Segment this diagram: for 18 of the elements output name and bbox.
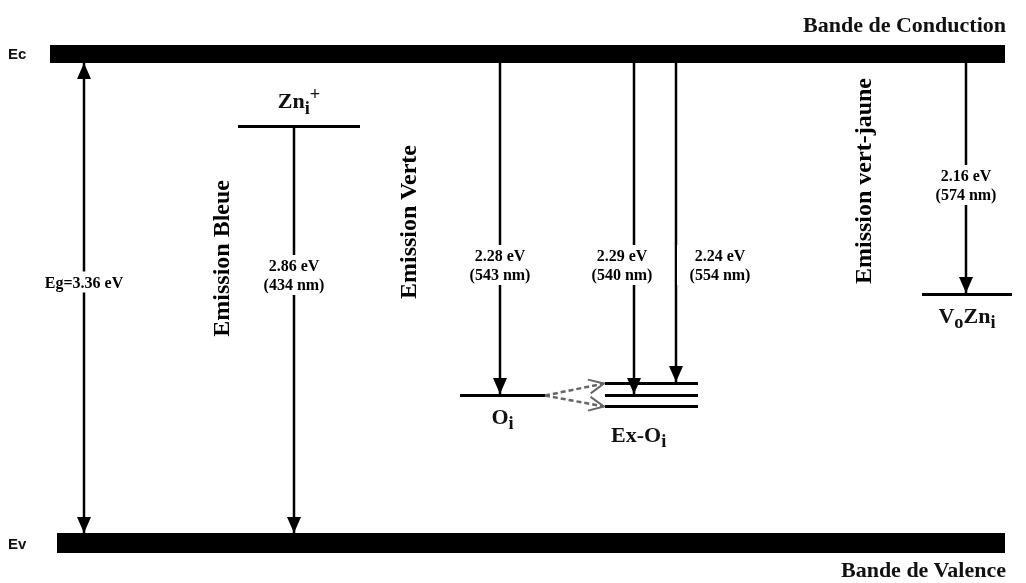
- transition-arrow: [77, 63, 91, 533]
- edge-label: Eg=3.36 eV: [42, 271, 126, 293]
- transition-arrow: [627, 63, 641, 394]
- defect-label: O$_{i}$: [491, 404, 514, 435]
- energy-level-label: Ec: [8, 45, 27, 62]
- transition-arrow: [287, 128, 301, 533]
- emission-label: Emission Verte: [395, 145, 422, 299]
- emission-label: Emission vert-jaune: [850, 78, 877, 284]
- defect-label: Ex-O$_{i}$: [611, 422, 667, 453]
- defect-label: V$_{o}$Zn$_{i}$: [938, 303, 996, 334]
- transition-arrow: [493, 63, 507, 394]
- dashed-arrow: [544, 378, 605, 397]
- energy-level-label: Ev: [8, 535, 27, 552]
- band-title: Bande de Conduction: [803, 12, 1006, 38]
- band-title: Bande de Valence: [840, 557, 1006, 583]
- transition-arrow: [669, 63, 683, 382]
- emission-label: Emission Bleue: [208, 180, 235, 337]
- dashed-arrow: [544, 394, 605, 412]
